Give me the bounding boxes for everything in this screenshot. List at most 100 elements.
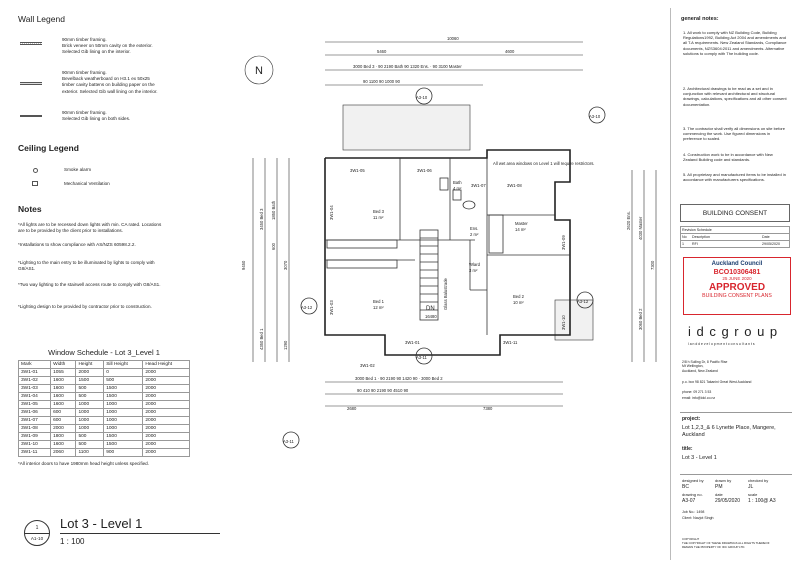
stamp-status: APPROVED xyxy=(708,282,766,293)
cell-mark: 3W1-07 xyxy=(17,416,52,425)
section-tag: A3-10 xyxy=(589,114,601,119)
council-approval-stamp: Auckland Council BCO10306481 25 JUNE 202… xyxy=(683,257,791,315)
general-note-item: 2. Architectural drawings to be read as … xyxy=(683,86,787,107)
general-notes-title: general notes: xyxy=(681,16,719,22)
revision-schedule-heading: Revision Schedule xyxy=(680,226,790,234)
wall-legend-item-weatherboard: 90mm timber framing. Bevelback weatherbo… xyxy=(62,70,158,94)
notes-item: *Two way lighting to the stairwell acces… xyxy=(18,282,161,287)
stair-count: 16480 xyxy=(425,314,437,319)
firm-email: email: info@idcl.co.nz xyxy=(682,396,716,400)
window-schedule-footnote: *All interior doors to have 1980mm head … xyxy=(18,461,149,466)
drawn-by: PM xyxy=(715,484,723,490)
section-tag: A3-11 xyxy=(283,439,295,444)
scale: 1 : 100@ A3 xyxy=(748,498,776,504)
drawing-reference-sheet: A1-10 xyxy=(30,536,44,541)
drawn-by-label: drawn by xyxy=(715,478,732,483)
revision-description: RFI xyxy=(692,242,698,246)
cell-width: 1600 xyxy=(50,376,77,385)
revision-col-no: No xyxy=(682,235,687,239)
cell-head-height: 2000 xyxy=(142,392,190,401)
cell-height: 1000 xyxy=(75,408,105,417)
window-tag: 3W1-09 xyxy=(561,235,566,250)
dim-top-detail: 3000 Bed 3 · 90 2190 Bath 90 1320 Ens. ·… xyxy=(353,64,462,69)
cell-width: 1055 xyxy=(50,368,77,377)
cell-head-height: 2000 xyxy=(142,448,190,457)
north-arrow-icon xyxy=(244,55,274,85)
divider xyxy=(680,412,792,413)
revision-row: 1 RFI 29/05/2020 xyxy=(680,241,790,248)
firm-logo: i d c g r o u p xyxy=(688,324,779,339)
room-name-bath: Bath xyxy=(453,180,462,185)
firm-phone: phone: 09 271 3 53 xyxy=(682,390,712,394)
cell-height: 1000 xyxy=(75,424,105,433)
cell-head-height: 2000 xyxy=(142,408,190,417)
dim-bottom-detail: 3000 Bed 1 · 90 2190 90 1420 90 · 3000 B… xyxy=(355,376,443,381)
cell-mark: 3W1-04 xyxy=(17,392,52,401)
drawing-no: A3-07 xyxy=(682,498,696,504)
cell-mark: 3W1-01 xyxy=(17,368,52,377)
scale-label: scale xyxy=(748,492,758,497)
cell-mark: 3W1-11 xyxy=(17,448,52,457)
firm-po-box: p.o. box 98 821 Takanini Great West Auck… xyxy=(682,380,752,384)
cell-width: 600 xyxy=(50,408,77,417)
room-name-master: Master xyxy=(515,221,528,226)
cell-sill-height: 0 xyxy=(103,368,144,377)
mechanical-ventilation-icon xyxy=(32,181,38,186)
window-tag: 3W1-01 xyxy=(405,340,420,345)
restrictor-note: All wet area windows on Level 1 will req… xyxy=(493,161,594,166)
dim-left-item: 600 xyxy=(271,242,276,250)
cell-width: 1600 xyxy=(50,384,77,393)
cell-height: 500 xyxy=(75,392,105,401)
room-area-bed1: 12 m² xyxy=(373,305,384,310)
window-tag: 3W1-07 xyxy=(471,183,486,188)
section-tag: A3-10 xyxy=(416,95,428,100)
room-name-ens: Ens. xyxy=(470,226,478,231)
dim-bottom-left: 2680 xyxy=(347,406,357,411)
cell-height: 500 xyxy=(75,432,105,441)
drawing-scale: 1 : 100 xyxy=(60,537,85,546)
job-number: Job No.: 1498 xyxy=(682,510,705,514)
dim-top-detail2: 90 1100 90 1000 90 xyxy=(363,79,401,84)
section-tag: A3-11 xyxy=(416,355,428,360)
room-area-ens: 2 m² xyxy=(470,232,479,237)
cell-height: 1000 xyxy=(75,416,105,425)
dim-top-left: 5460 xyxy=(377,49,387,54)
section-tag: A3-12 xyxy=(301,305,313,310)
col-height: Height xyxy=(75,360,105,369)
wall-legend-item-brick: 90mm timber framing. Brick veneer on 50m… xyxy=(62,37,153,55)
cell-width: 1800 xyxy=(50,432,77,441)
cell-mark: 3W1-09 xyxy=(17,432,52,441)
date: 29/05/2020 xyxy=(715,498,741,504)
drawing-reference-bubble: 1 A1-10 xyxy=(24,520,50,546)
window-schedule: Window Schedule - Lot 3_Level 1 Mark Wid… xyxy=(17,348,190,467)
dim-left-item: 1850 Bath xyxy=(271,200,276,220)
cell-mark: 3W1-06 xyxy=(17,408,52,417)
gib-wall-swatch xyxy=(20,115,42,117)
window-tag: 3W1-06 xyxy=(417,168,432,173)
window-tag: 3W1-03 xyxy=(329,300,334,315)
stamp-consent-number: BCO10306481 xyxy=(713,269,761,276)
date-label: date xyxy=(715,492,723,497)
revision-col-date: Date xyxy=(762,235,770,239)
brick-wall-swatch xyxy=(20,42,42,45)
stair-label: DN xyxy=(426,306,435,312)
cell-head-height: 2000 xyxy=(142,368,190,377)
general-note-item: 1. All work to comply with NZ Building C… xyxy=(683,30,787,56)
cell-head-height: 2000 xyxy=(142,440,190,449)
general-note-item: 3. The contractor shall verify all dimen… xyxy=(683,126,785,142)
section-tag: A3-12 xyxy=(577,299,589,304)
stamp-subtitle: BUILDING CONSENT PLANS xyxy=(702,293,772,299)
cell-height: 500 xyxy=(75,440,105,449)
cell-height: 2000 xyxy=(75,368,105,377)
room-name-bed2: Bed 2 xyxy=(513,294,525,299)
window-tag: 3W1-10 xyxy=(561,315,566,330)
revision-col-description: Description xyxy=(692,235,710,239)
cell-sill-height: 900 xyxy=(103,448,144,457)
revision-schedule: Revision Schedule No Description Date 1 … xyxy=(680,226,790,248)
checked-by-label: checked by xyxy=(748,478,769,483)
